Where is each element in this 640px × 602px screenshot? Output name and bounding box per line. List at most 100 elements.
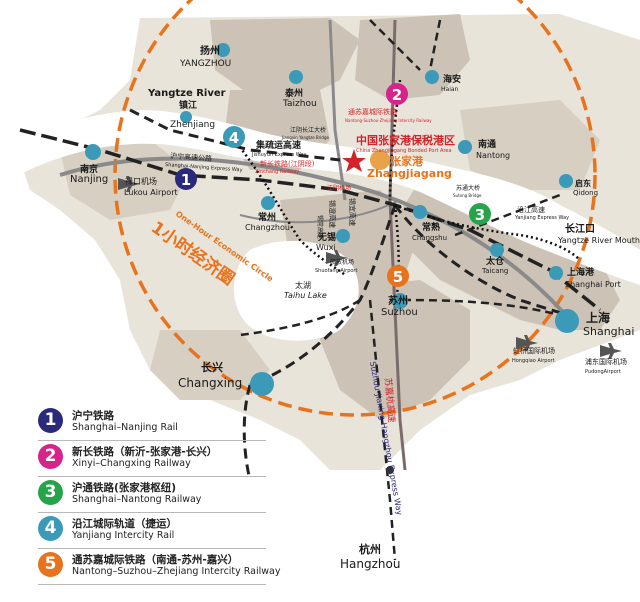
- east-sea: [520, 330, 640, 602]
- city-nanjing-zh: 南京: [80, 163, 98, 175]
- tongsu-en-label: Nantong-Suzhou-Zhejiang Intercity Railwa…: [345, 118, 432, 123]
- airport-icons: [118, 176, 622, 359]
- zhangjiagang-en-label: Zhangjiagang: [367, 167, 452, 180]
- legend-number-badge: 2: [38, 444, 63, 469]
- station-changzhou: [261, 196, 275, 210]
- xichang-hw-label: 锡常高速: [316, 215, 324, 239]
- pudong-en-label: PudongAirport: [585, 369, 621, 375]
- airport-lukou-icon: [118, 176, 140, 192]
- legend-number-badge: 4: [38, 516, 63, 541]
- legend-number-badge: 5: [38, 552, 63, 577]
- jiyi-hw-zh-label: 集疏运高速: [255, 139, 301, 151]
- station-shanghaiport: [549, 266, 563, 280]
- legend-item: 2 新长铁路（新沂-张家港-长兴） Xinyi–Changxing Railwa…: [38, 441, 266, 477]
- hunning-hw-en-label: Shanghai-Nanjing Express Way: [165, 162, 243, 173]
- legend-label-zh: 沿江城际轨道（捷运）: [72, 518, 177, 530]
- hunning-hw-zh-label: 沪宁高速公路: [170, 151, 213, 163]
- station-nanjing: [85, 144, 101, 160]
- station-zhenjiang: [180, 111, 192, 123]
- legend-label-en: Shanghai–Nantong Railway: [72, 494, 202, 505]
- station-nantong: [458, 140, 472, 154]
- hongqiao-zh-label: 虹桥国际机场: [513, 346, 555, 355]
- zhangjiagang-star-icon: [342, 149, 366, 172]
- legend-number-badge: 1: [38, 408, 63, 433]
- city-changshu-en: Changshu: [412, 234, 447, 242]
- city-yangtze-mouth-zh: 长江口: [565, 222, 595, 235]
- city-hangzhou-en: Hangzhou: [340, 557, 400, 571]
- sutong-bridge-en-label: Sutong Bridge: [453, 193, 482, 198]
- legend-item: 4 沿江城际轨道（捷运） Yanjiang Intercity Rail: [38, 513, 266, 549]
- city-taicang-zh: 太仓: [485, 255, 505, 267]
- legend-label-zh: 新长铁路（新沂-张家港-长兴）: [72, 446, 218, 458]
- bonded-zh-label: 中国张家港保税港区: [356, 133, 455, 147]
- svg-text:5: 5: [393, 268, 403, 286]
- station-haian: [425, 70, 439, 84]
- pudong-zh-label: 浦东国际机场: [585, 357, 627, 366]
- city-yangzhou-en: YANGZHOU: [179, 59, 231, 69]
- city-taizhou-zh: 泰州: [284, 87, 303, 99]
- svg-text:1: 1: [181, 171, 191, 189]
- city-nantong-en: Nantong: [476, 151, 510, 160]
- jiangyin-bridge-en-label: Jiangyin Yangtze Bridge: [281, 135, 329, 140]
- yangtze-river-label: Yangtze River: [147, 88, 226, 99]
- legend-label-en: Nantong–Suzhou–Zhejiang Intercity Railwa…: [72, 566, 281, 577]
- xinchang-zh-label: 新长铁路(江阴段): [260, 159, 315, 168]
- city-shanghaiport-en: Shanghai Port: [565, 280, 621, 289]
- station-wuxi: [336, 229, 350, 243]
- city-suzhou-zh: 苏州: [388, 294, 408, 307]
- legend-label-zh: 沪宁铁路: [72, 410, 114, 422]
- bonded-en-label: China Zhangjiagang Bonded Port Area: [356, 148, 452, 154]
- city-zhenjiang-en: Zhenjiang: [170, 120, 215, 130]
- svg-text:3: 3: [475, 206, 485, 224]
- jiangyin-airport-label: 江阴机场: [327, 184, 351, 192]
- station-shanghai: [555, 309, 579, 333]
- city-hangzhou-zh: 杭州: [359, 542, 381, 556]
- airport-hongqiao-icon: [516, 335, 538, 351]
- station-changshu: [413, 205, 427, 219]
- city-suzhou-en: Suzhou: [381, 307, 418, 318]
- city-changzhou-en: Changzhou: [245, 223, 290, 232]
- zhangjiagang-zh-label: 张家港: [390, 154, 424, 168]
- city-shanghai-zh: 上海: [586, 310, 610, 325]
- city-yangzhou-zh: 扬州: [200, 44, 220, 57]
- svg-text:4: 4: [229, 129, 239, 147]
- city-changshu-zh: 常熟: [422, 221, 440, 233]
- hongqiao-en-label: Hongqiao Airport: [512, 358, 555, 364]
- city-wuxi-en: Wuxi: [316, 243, 336, 252]
- city-nantong-zh: 南通: [478, 138, 496, 150]
- yanjiang-hw-zh-label: 沿江高速: [517, 205, 545, 214]
- xicheng-label: 锡澄高速: [328, 200, 337, 228]
- station-qidong: [559, 174, 573, 188]
- city-shanghaiport-zh: 上海港: [567, 266, 595, 278]
- airport-pudong-icon: [600, 343, 622, 359]
- station-changxing: [250, 372, 274, 396]
- sutong-bridge-zh-label: 苏通大桥: [456, 184, 480, 192]
- legend-number-badge: 3: [38, 480, 63, 505]
- legend-label-zh: 通苏嘉城际铁路（南通-苏州-嘉兴）: [72, 554, 239, 566]
- legend: 1 沪宁铁路 Shanghai–Nanjing Rail 2 新长铁路（新沂-张…: [38, 405, 281, 585]
- city-yangtze-mouth-en: Yangtze River Mouth: [557, 236, 640, 245]
- lukou-en-label: Lukou Airport: [124, 188, 178, 197]
- city-nanjing-en: Nanjing: [70, 174, 108, 185]
- legend-label-en: Yanjiang Intercity Rail: [72, 530, 175, 541]
- taihu-lake: [233, 240, 359, 341]
- station-zhangjiagang: [370, 150, 390, 170]
- station-yangzhou: [216, 43, 230, 57]
- station-taizhou: [289, 70, 303, 84]
- city-changxing-en: Changxing: [178, 376, 242, 390]
- taihu-en-label: Taihu Lake: [284, 291, 327, 300]
- jiyi-hw-en-label: Jishuyun Express Way: [251, 152, 306, 158]
- yanjiang-hw-en-label: Yanjiang Express Way: [514, 215, 569, 221]
- city-haian-zh: 海安: [443, 73, 461, 85]
- city-shanghai-en: Shanghai: [583, 325, 634, 338]
- airport-shuofang-icon: [326, 250, 348, 266]
- shuofang-en-label: Shuofang Airport: [315, 268, 357, 274]
- city-taicang-en: Taicang: [481, 267, 508, 275]
- legend-item: 1 沪宁铁路 Shanghai–Nanjing Rail: [38, 405, 266, 441]
- sujiahang-zh-label: 苏嘉杭高速: [382, 377, 398, 423]
- city-labels: 扬州 YANGZHOU 泰州 Taizhou 海安 Haian 南通 Nanto…: [70, 44, 640, 571]
- city-haian-en: Haian: [441, 86, 459, 93]
- lukou-zh-label: 禄口机场: [125, 176, 157, 186]
- legend-label-zh: 沪通铁路(张家港枢纽): [72, 482, 177, 494]
